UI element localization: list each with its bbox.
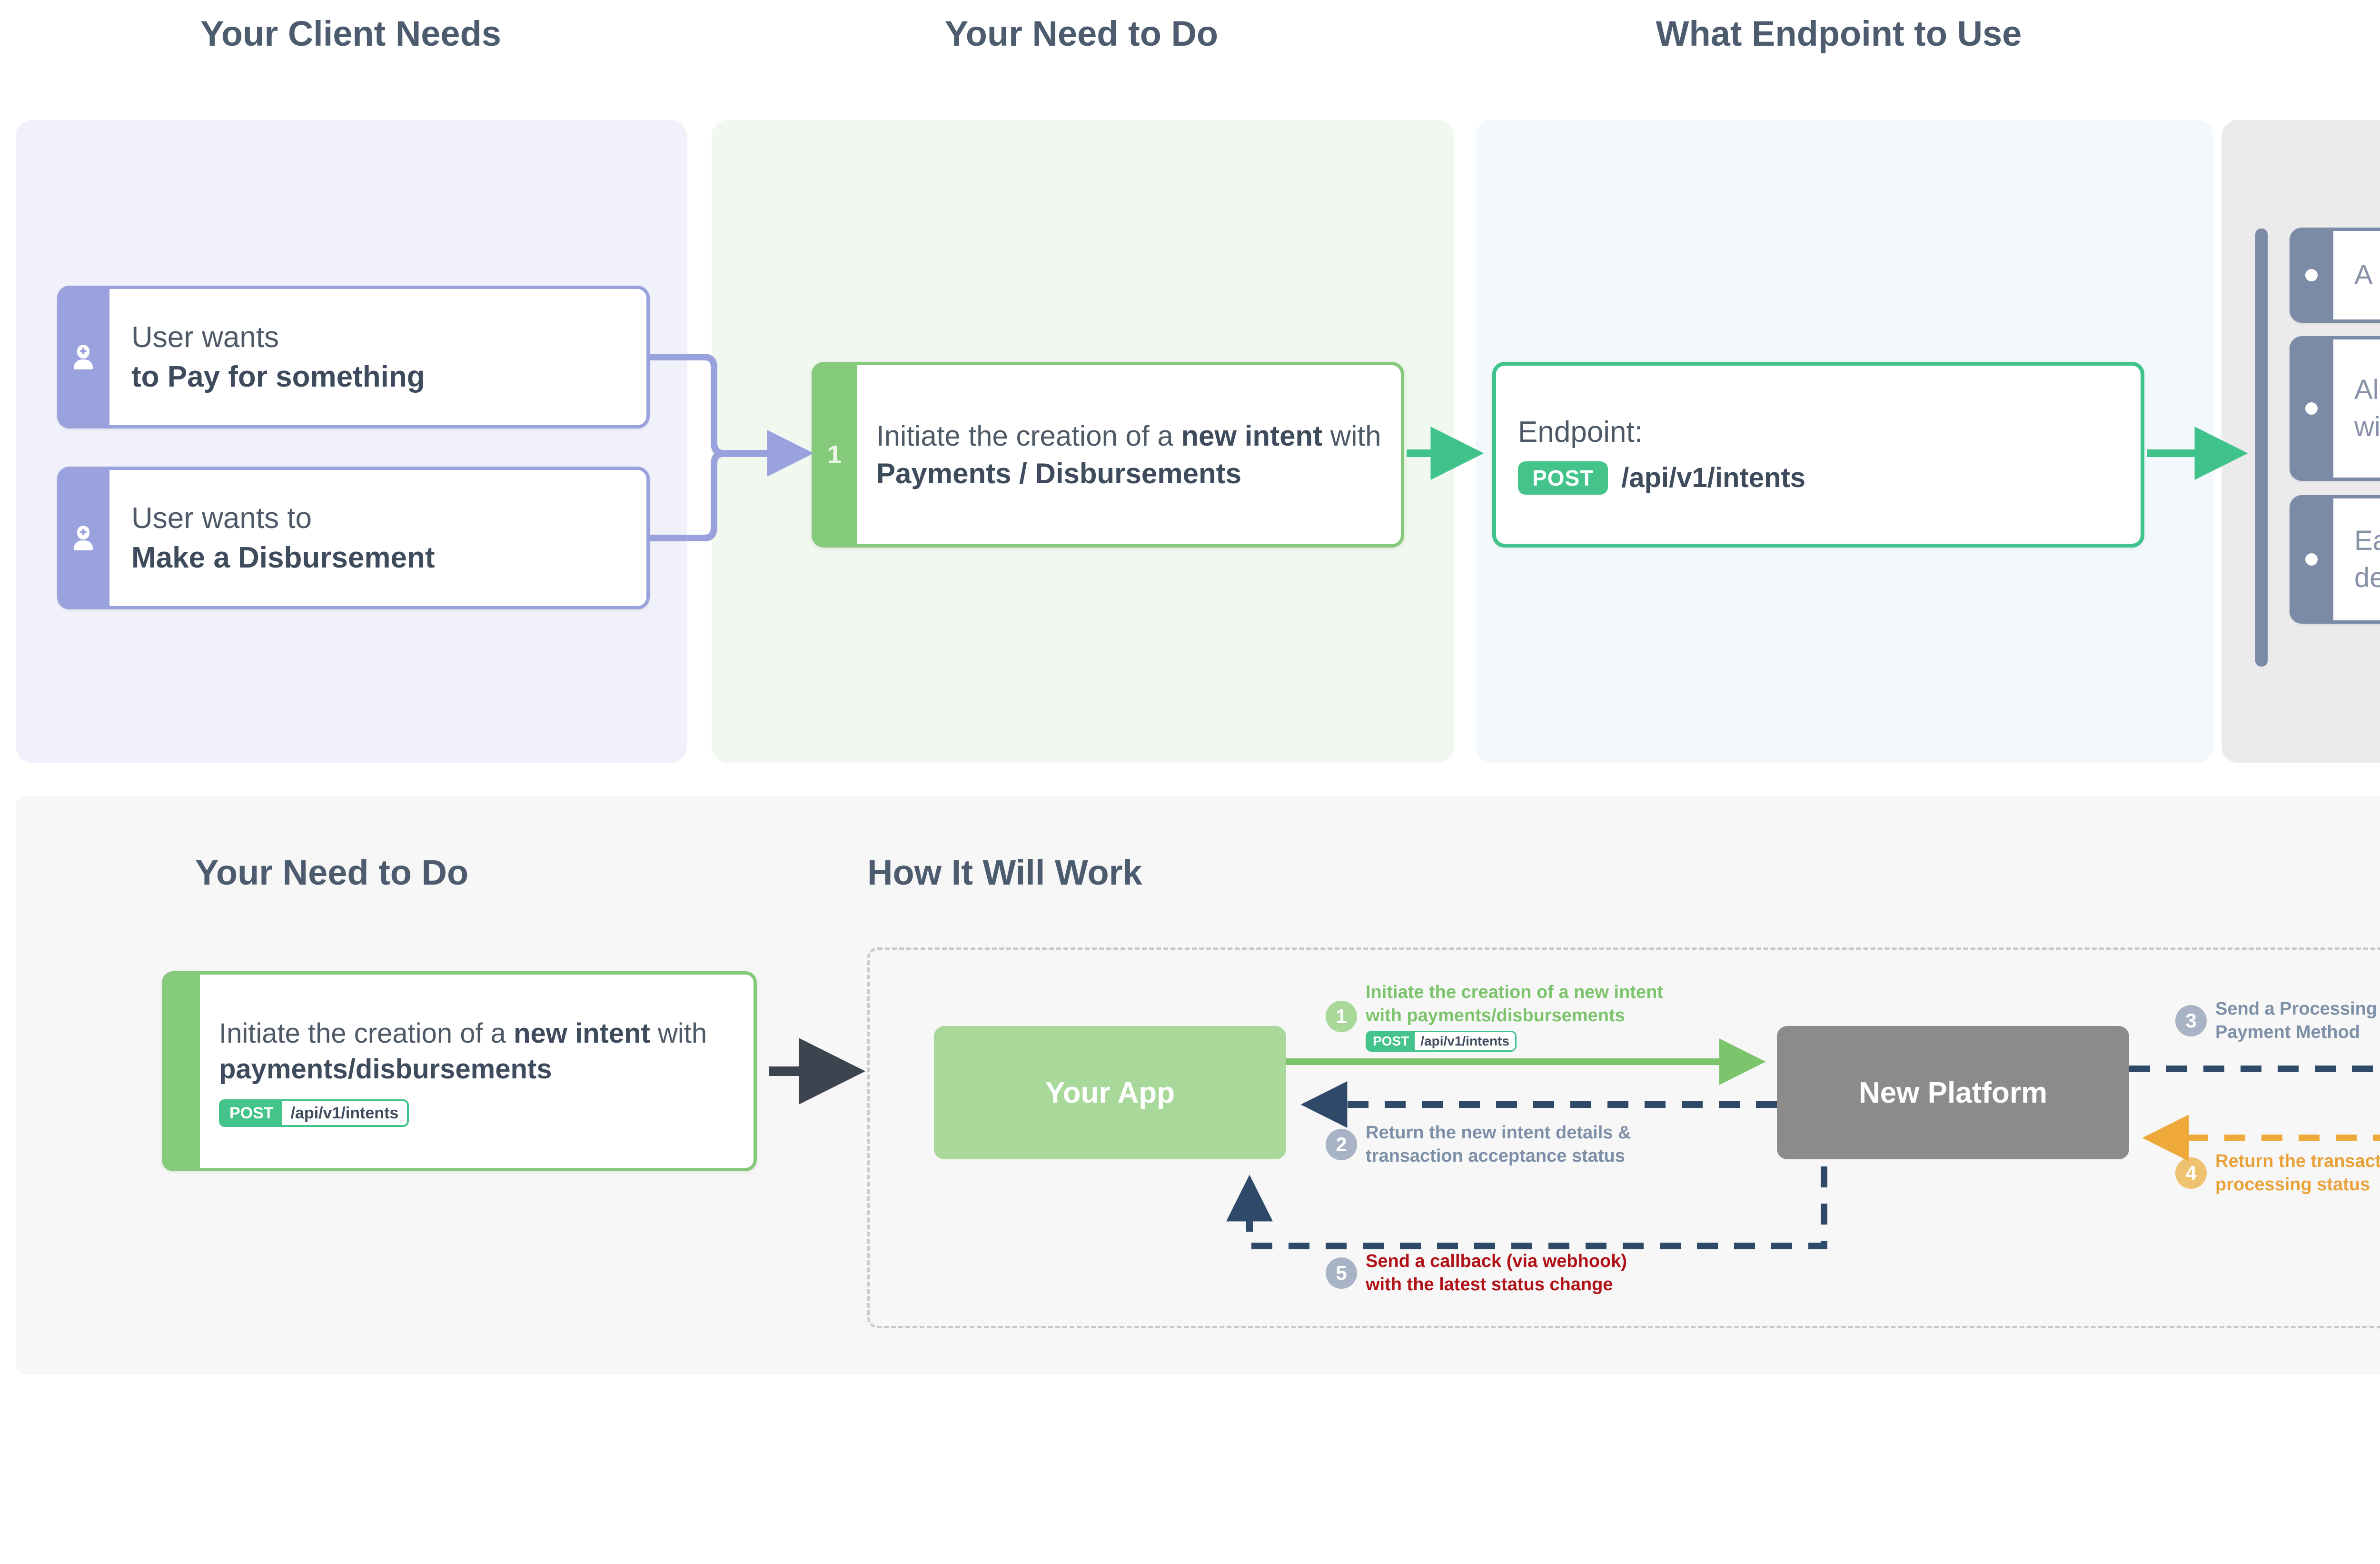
- outcome-card-3[interactable]: Each transaction will be sent for proces…: [2290, 495, 2380, 624]
- column-title-endpoint: What Endpoint to Use: [1656, 14, 2022, 53]
- flow-number-badge: 3: [2175, 1005, 2207, 1036]
- bottom-need-text: Initiate the creation of a new intent wi…: [219, 1016, 734, 1087]
- need-text-part-3: Payments / Disbursements: [876, 458, 1241, 489]
- flow-label-text: Send a callback (via webhook) with the l…: [1366, 1251, 1627, 1295]
- outcome-text: Each transaction will be sent for proces…: [2354, 522, 2380, 596]
- need-card-accent-rail: [162, 971, 200, 1171]
- endpoint-path: /api/v1/intents: [282, 1101, 407, 1126]
- need-text-part-2: with: [1322, 419, 1381, 452]
- outcome-spine: [2255, 229, 2268, 667]
- http-method-badge: POST: [221, 1101, 282, 1126]
- need-text-part-0: Initiate the creation of a: [876, 419, 1181, 452]
- flow-number-badge: 5: [1326, 1257, 1357, 1289]
- bullet-dot-icon: [2290, 495, 2333, 624]
- outcome-card-1[interactable]: A new intent will be created: [2290, 228, 2380, 323]
- column-title-client-needs: Your Client Needs: [200, 14, 501, 53]
- person-icon: [57, 286, 109, 428]
- endpoint-label: Endpoint:: [1518, 415, 1643, 448]
- flow-label-4: 4 Return the transaction processing stat…: [2175, 1150, 2380, 1196]
- outcome-text: A new intent will be created: [2354, 257, 2380, 294]
- sequence-diagram-container: [867, 947, 2380, 1328]
- bottom-need-part-0: Initiate the creation of a: [219, 1017, 514, 1049]
- bottom-need-part-3: payments/disbursements: [219, 1054, 552, 1085]
- flow-label-1: 1 Initiate the creation of a new intent …: [1326, 981, 1687, 1052]
- client-need-line2: to Pay for something: [131, 360, 425, 393]
- bottom-need-endpoint-chip: POST /api/v1/intents: [219, 1099, 409, 1127]
- outcome-3-part-0: Each transaction will be sent for proces…: [2354, 525, 2380, 593]
- flow-label-5: 5 Send a callback (via webhook) with the…: [1326, 1250, 1687, 1296]
- bottom-need-card[interactable]: Initiate the creation of a new intent wi…: [162, 971, 757, 1171]
- section-title-how-it-works: How It Will Work: [867, 853, 1142, 892]
- outcome-text: All specified payments/disbursements wil…: [2354, 371, 2380, 445]
- flow-number-badge: 4: [2175, 1157, 2207, 1189]
- bullet-dot-icon: [2290, 228, 2333, 323]
- flow-label-text: Initiate the creation of a new intent wi…: [1366, 982, 1663, 1026]
- step-number-badge: 1: [812, 362, 857, 548]
- column-title-need-to-do: Your Need to Do: [944, 14, 1219, 53]
- outcome-2-part-2: will be created within an intent in thei…: [2354, 411, 2380, 442]
- flow-label-text: Return the transaction processing status: [2215, 1151, 2380, 1195]
- client-need-line2: Make a Disbursement: [131, 541, 435, 574]
- http-method-badge: POST: [1518, 461, 1608, 495]
- http-method-badge: POST: [1367, 1032, 1415, 1051]
- flow-label-text: Send a Processing Request to the Payment…: [2215, 999, 2378, 1042]
- flow-number-badge: 1: [1326, 1000, 1357, 1032]
- client-need-line1: User wants: [131, 320, 279, 354]
- client-need-card-pay[interactable]: User wants to Pay for something: [57, 286, 650, 428]
- person-icon: [57, 467, 109, 609]
- endpoint-path: /api/v1/intents: [1415, 1032, 1515, 1051]
- flow-label-2: 2 Return the new intent details & transa…: [1326, 1121, 1687, 1167]
- actor-new-platform[interactable]: New Platform: [1777, 1026, 2129, 1159]
- client-need-card-disbursement[interactable]: User wants to Make a Disbursement: [57, 467, 650, 609]
- bottom-need-part-2: with: [650, 1017, 707, 1049]
- section-title-need-to-do: Your Need to Do: [195, 853, 469, 892]
- endpoint-card[interactable]: Endpoint: POST /api/v1/intents: [1492, 362, 2144, 548]
- need-text-part-1: new intent: [1181, 419, 1323, 452]
- flow-endpoint-chip: POST /api/v1/intents: [1366, 1031, 1517, 1052]
- outcome-1-part-0: A new intent will be created: [2354, 259, 2380, 291]
- outcome-card-2[interactable]: All specified payments/disbursements wil…: [2290, 336, 2380, 481]
- flow-label-3: 3 Send a Processing Request to the Payme…: [2175, 997, 2380, 1044]
- client-need-line1: User wants to: [131, 501, 312, 535]
- bottom-need-part-1: new intent: [514, 1017, 650, 1049]
- actor-your-app[interactable]: Your App: [934, 1026, 1286, 1159]
- flow-label-text: Return the new intent details & transact…: [1366, 1123, 1631, 1166]
- endpoint-path: /api/v1/intents: [1621, 462, 1806, 493]
- flow-number-badge: 2: [1326, 1128, 1357, 1160]
- outcome-2-part-0: All specified: [2354, 374, 2380, 406]
- need-to-do-text: Initiate the creation of a new intent wi…: [876, 417, 1382, 492]
- panel-client-needs: [16, 120, 687, 763]
- bullet-dot-icon: [2290, 336, 2333, 481]
- need-to-do-step-card[interactable]: 1 Initiate the creation of a new intent …: [812, 362, 1404, 548]
